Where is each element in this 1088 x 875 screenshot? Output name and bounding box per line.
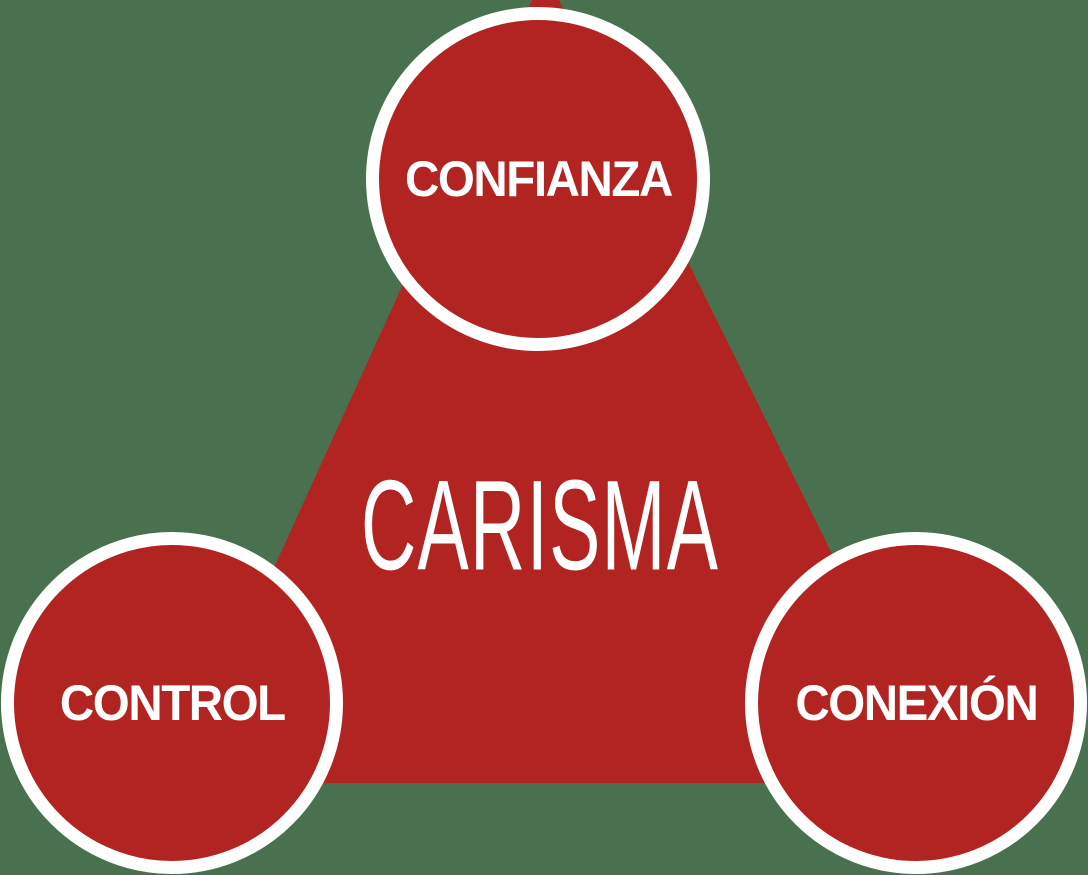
node-label-control: CONTROL xyxy=(59,675,286,731)
triangle-polygon xyxy=(176,0,945,783)
node-label-confianza: CONFIANZA xyxy=(404,151,673,207)
node-label-conexion: CONEXIÓN xyxy=(795,675,1038,731)
node-circle-conexion: CONEXIÓN xyxy=(745,532,1087,874)
center-label-carisma: CARISMA xyxy=(360,454,720,598)
node-circle-confianza: CONFIANZA xyxy=(366,7,710,351)
node-circle-control: CONTROL xyxy=(1,532,343,874)
